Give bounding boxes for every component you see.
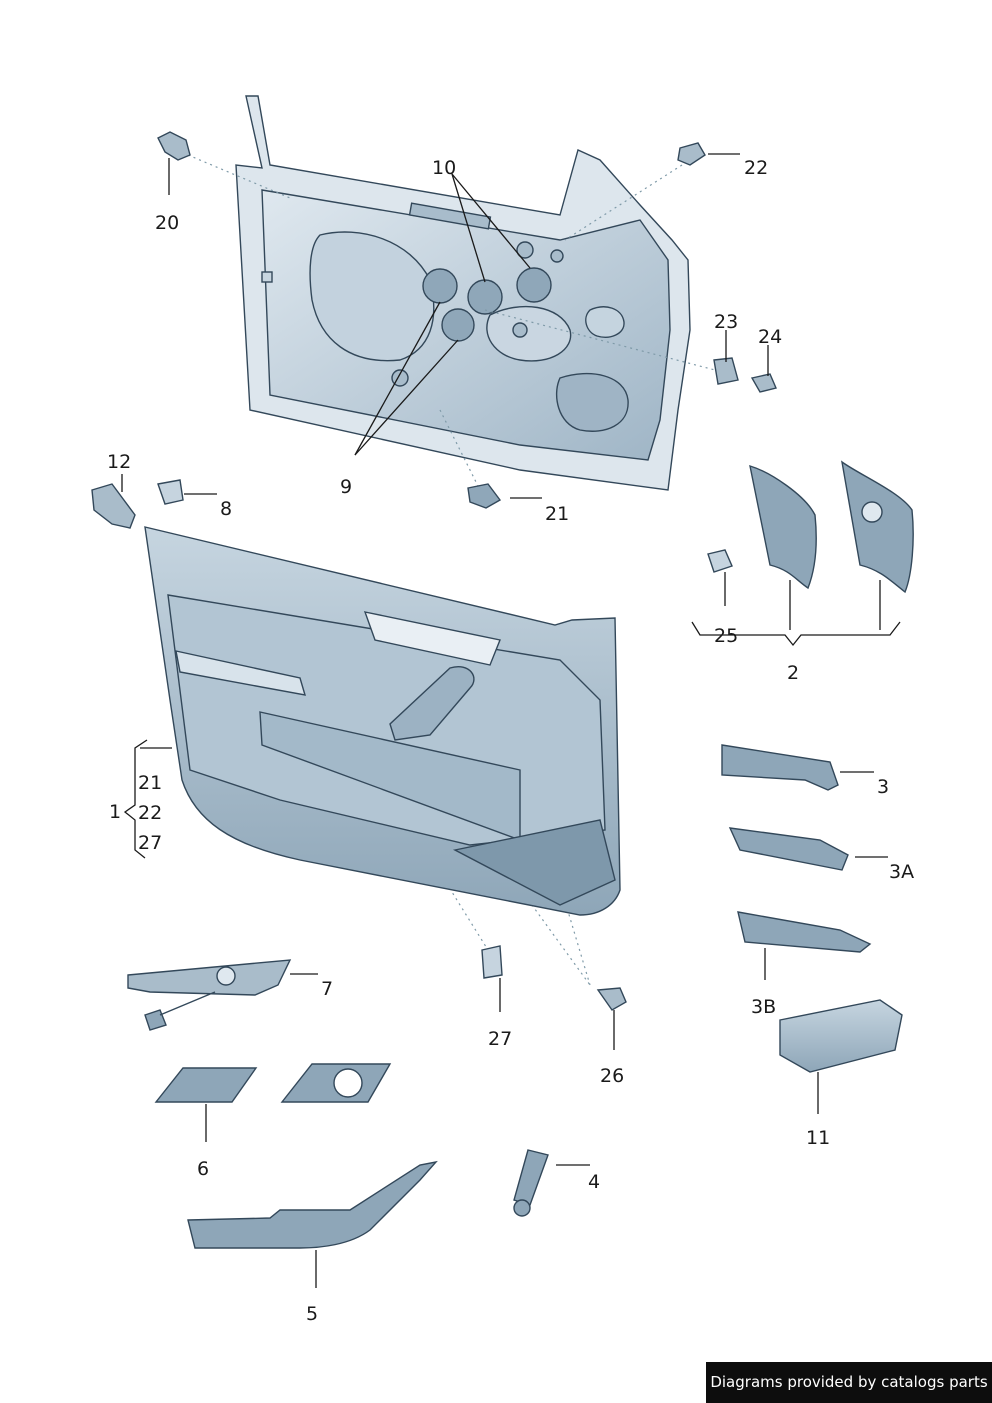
callout-26: 26 (600, 1065, 624, 1087)
callout-1: 1 (109, 801, 121, 823)
callout-22-top: 22 (744, 157, 768, 179)
callout-22-group: 22 (138, 802, 162, 824)
interior-handle-7 (127, 959, 292, 1031)
callout-7: 7 (321, 978, 333, 1000)
screw-26 (596, 987, 627, 1011)
clip-21-door (467, 483, 502, 509)
callout-4: 4 (588, 1171, 600, 1193)
switch-3a (728, 827, 849, 871)
callout-6: 6 (197, 1158, 209, 1180)
screw-24 (750, 373, 777, 393)
clip-22 (677, 142, 706, 166)
callout-24: 24 (758, 326, 782, 348)
callout-21-door: 21 (545, 503, 569, 525)
cover-11 (779, 999, 903, 1073)
trim-caps-2 (749, 460, 914, 594)
callout-3: 3 (877, 776, 889, 798)
callout-23: 23 (714, 311, 738, 333)
leader-lines (121, 153, 901, 1288)
door-trim-panel (144, 526, 621, 916)
covers-6 (154, 1063, 392, 1103)
callout-9: 9 (340, 476, 352, 498)
armrest-trim-5 (187, 1160, 438, 1249)
callout-2: 2 (787, 662, 799, 684)
callout-11: 11 (806, 1127, 830, 1149)
clip-27 (481, 945, 503, 979)
switch-3 (721, 744, 839, 791)
clip-20 (157, 131, 191, 161)
callout-3a: 3A (889, 861, 914, 883)
callout-10: 10 (432, 157, 456, 179)
callout-8: 8 (220, 498, 232, 520)
callout-5: 5 (306, 1303, 318, 1325)
door-inner-panel (235, 95, 691, 491)
grommet-8 (157, 479, 184, 505)
callout-25: 25 (714, 625, 738, 647)
clip-25 (707, 549, 733, 573)
callout-3b: 3B (751, 996, 776, 1018)
callout-20: 20 (155, 212, 179, 234)
callout-21-group: 21 (138, 772, 162, 794)
callout-12: 12 (107, 451, 131, 473)
switch-3b (737, 911, 872, 953)
window-crank-4 (513, 1149, 549, 1217)
callout-27: 27 (488, 1028, 512, 1050)
callout-labels: 20 10 22 23 24 9 21 12 8 25 2 1 21 22 27… (107, 157, 914, 1325)
attribution-banner: Diagrams provided by catalogs parts (706, 1362, 992, 1403)
bracket-12 (91, 483, 136, 529)
callout-27-group: 27 (138, 832, 162, 854)
